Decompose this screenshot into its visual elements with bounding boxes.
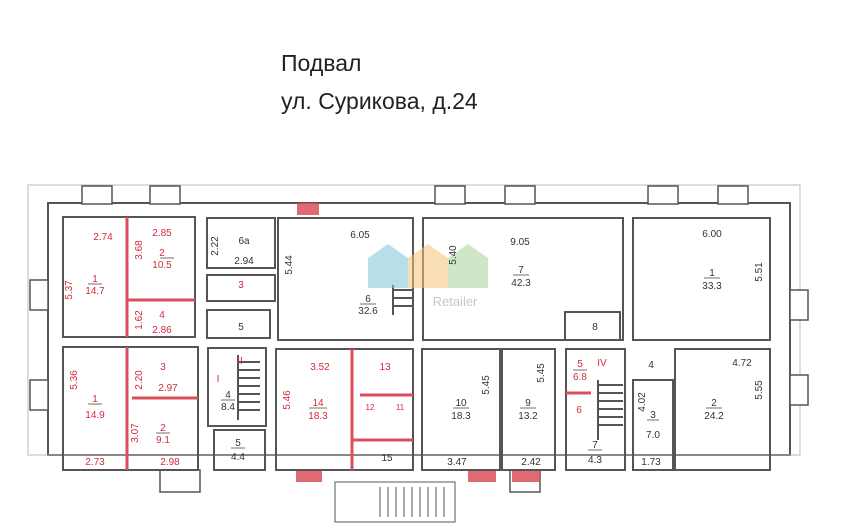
room-labels: 1 14.7 2.74 5.37 2 10.5 2.85 3.68 4 2.86… [64,228,765,468]
room-number: 5 [235,438,241,449]
room-number: 1 [709,268,715,279]
room-number: 10 [455,398,467,409]
room-dim: 2.85 [152,228,172,239]
room-dim: 4.72 [732,358,752,369]
room-area: 18.3 [308,411,328,422]
room-number: 6 [365,294,371,305]
room-dim: 3.07 [130,423,141,443]
room-dim: 2.86 [152,325,172,336]
room-area: 7.0 [646,430,660,441]
room-dim: 5.44 [284,255,295,275]
room-number: 1 [92,394,98,405]
room-dim: 2.74 [93,232,113,243]
room-number: 3 [160,362,166,373]
room-number: 1 [92,274,98,285]
room-number: 11 [396,403,405,412]
room-dim: 5.37 [64,280,75,300]
room-dim: 5.45 [536,363,547,383]
room-dim: 3.47 [447,457,467,468]
room-number: 13 [379,362,391,373]
room-number: 4 [159,310,165,321]
retailer-watermark-logo: Retailer [368,244,488,309]
plan-address: ул. Сурикова, д.24 [281,88,478,114]
room-area: 10.5 [152,260,172,271]
room-dim: 5.40 [448,245,459,265]
room-number: 8 [592,322,598,333]
room-area: 24.2 [704,411,724,422]
room-dim: 2.42 [521,457,541,468]
room-area: 14.9 [85,410,105,421]
watermark-text: Retailer [433,294,478,309]
room-number: 4 [648,360,654,371]
room-number: 6 [576,405,582,416]
hatched-vents [296,203,540,482]
stair-mark: IV [597,358,607,369]
room-dim: 2.22 [210,236,221,256]
room-dim: 5.45 [481,375,492,395]
plan-title: Подвал [281,50,362,76]
room-number: 2 [711,398,717,409]
room-area: 14.7 [85,286,105,297]
room-dim: 2.97 [158,383,178,394]
room-number: 6a [238,236,250,247]
room-dim: 5.46 [282,390,293,410]
room-area: 18.3 [451,411,471,422]
red-partitions [125,217,591,470]
room-dim: 9.05 [510,237,530,248]
room-dim: 2.73 [85,457,105,468]
room-area: 33.3 [702,281,722,292]
room-number: 12 [366,403,375,412]
area-underlines [88,257,722,451]
room-number: 5 [577,359,583,370]
windows [29,185,809,493]
room-dim: 2.20 [134,370,145,390]
room-dim: 1.62 [134,310,145,330]
room-area: 9.1 [156,435,170,446]
room-area: 8.4 [221,402,235,413]
room-area: 42.3 [511,278,531,289]
room-dim: 6.00 [702,229,722,240]
entrance-stairs [334,481,456,523]
room-number: 4 [225,390,231,401]
room-dim: 5.36 [69,370,80,390]
room-number: 3 [238,280,244,291]
room-area: 4.3 [588,455,602,466]
room-number: 2 [159,248,165,259]
room-number: 5 [238,322,244,333]
stair-mark: I [217,374,220,385]
room-area: 32.6 [358,306,378,317]
room-area: 4.4 [231,452,245,463]
room-dim: 5.55 [754,380,765,400]
room-number: 7 [592,440,598,451]
room-dim: 6.05 [350,230,370,241]
room-area: 6.8 [573,372,587,383]
room-dim: 5.51 [754,262,765,282]
stair-mark: II [237,356,243,367]
room-number: 7 [518,265,524,276]
room-dim: 3.52 [310,362,330,373]
room-area: 13.2 [518,411,538,422]
room-dim: 1.73 [641,457,661,468]
room-dim: 3.68 [134,240,145,260]
room-number: 14 [312,398,324,409]
room-number: 9 [525,398,531,409]
room-dim: 2.94 [234,256,254,267]
room-number: 3 [650,410,656,421]
room-dim: 4.02 [637,392,648,412]
room-dim: 2.98 [160,457,180,468]
room-number: 2 [160,423,166,434]
room-number: 15 [381,453,393,464]
